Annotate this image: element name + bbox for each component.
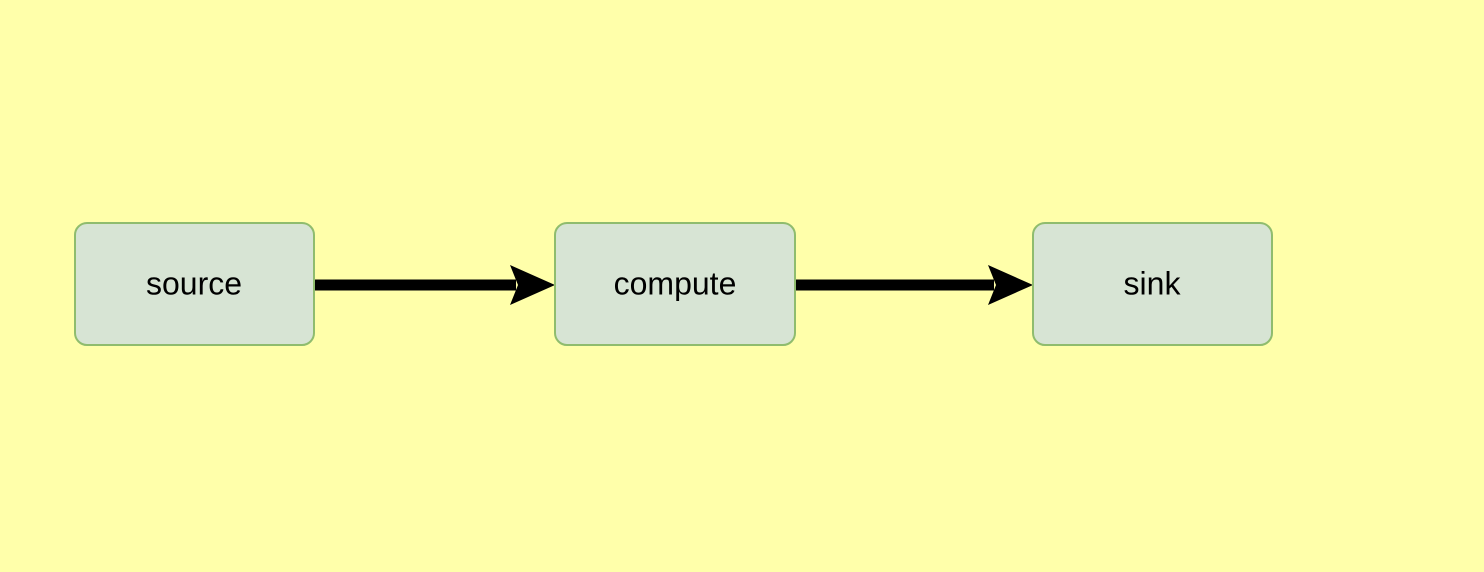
- node-source-label: source: [146, 265, 242, 301]
- node-compute[interactable]: compute: [554, 222, 796, 346]
- node-sink-box: [1032, 222, 1273, 346]
- node-sink-label: sink: [1124, 265, 1182, 301]
- node-source-box: [74, 222, 315, 346]
- arrowhead-icon-source-to-compute: [510, 265, 555, 305]
- edge-source-to-compute[interactable]: [314, 265, 555, 305]
- edge-compute-to-sink[interactable]: [795, 265, 1033, 305]
- node-compute-label: compute: [614, 265, 737, 301]
- node-source[interactable]: source: [74, 222, 315, 346]
- node-compute-box: [554, 222, 796, 346]
- node-sink[interactable]: sink: [1032, 222, 1273, 346]
- arrowhead-icon-compute-to-sink: [988, 265, 1033, 305]
